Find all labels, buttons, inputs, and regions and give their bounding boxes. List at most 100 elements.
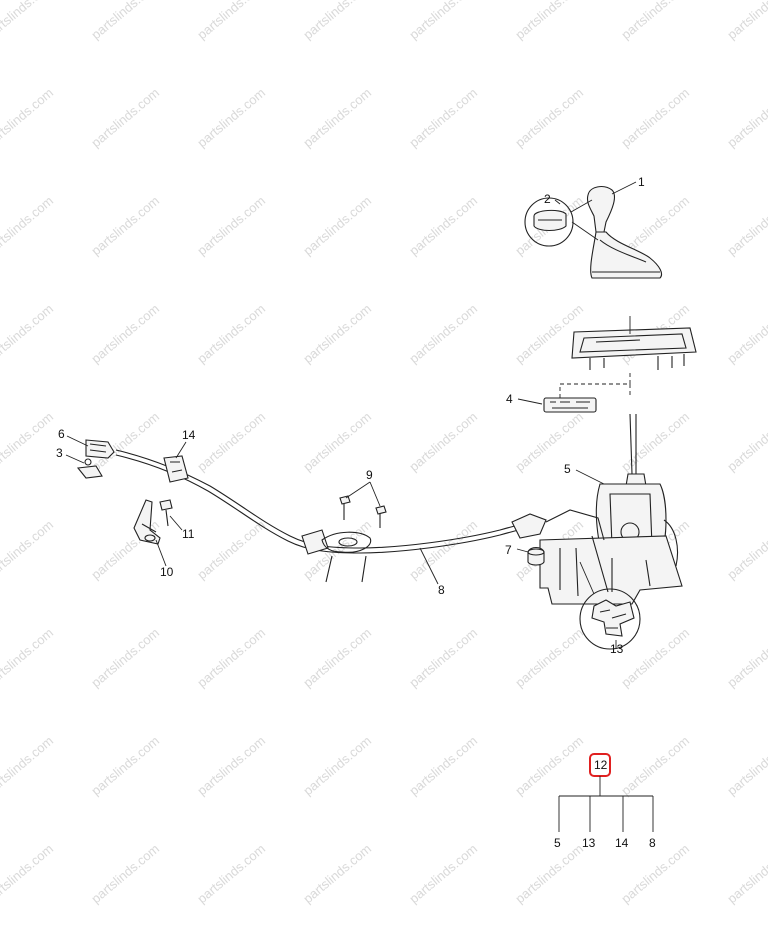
watermark-text: partslinds.com: [512, 0, 586, 42]
watermark-text: partslinds.com: [724, 841, 768, 906]
callout-1[interactable]: 1: [638, 175, 645, 189]
watermark-text: partslinds.com: [300, 409, 374, 474]
leader-line-8: [419, 547, 439, 585]
watermark-text: partslinds.com: [618, 733, 692, 798]
callout-5[interactable]: 5: [564, 462, 571, 476]
watermark-text: partslinds.com: [724, 301, 768, 366]
watermark-layer: partslinds.com partslinds.com partslinds.c…: [0, 0, 768, 906]
indicator-module-part[interactable]: [543, 372, 631, 413]
watermark-text: partslinds.com: [0, 625, 56, 690]
watermark-text: partslinds.com: [406, 409, 480, 474]
assembly-tree: 12 5 13 14 8: [554, 753, 656, 850]
watermark-text: partslinds.com: [194, 85, 268, 150]
watermark-text: partslinds.com: [406, 85, 480, 150]
watermark-text: partslinds.com: [88, 733, 162, 798]
leader-line-2: [554, 199, 561, 205]
cable-bracket-part[interactable]: [579, 561, 641, 650]
boot-clip-part[interactable]: [524, 197, 599, 247]
watermark-text: partslinds.com: [300, 733, 374, 798]
watermark-text: partslinds.com: [88, 841, 162, 906]
watermark-text: partslinds.com: [724, 733, 768, 798]
watermark-text: partslinds.com: [194, 517, 268, 582]
watermark-text: partslinds.com: [724, 625, 768, 690]
leader-line-9: [345, 481, 381, 507]
watermark-text: partslinds.com: [194, 625, 268, 690]
callout-7[interactable]: 7: [505, 543, 512, 557]
watermark-text: partslinds.com: [194, 0, 268, 42]
leader-line-14: [175, 441, 187, 459]
watermark-text: partslinds.com: [88, 0, 162, 42]
tree-child-5[interactable]: 5: [554, 836, 561, 850]
callout-4[interactable]: 4: [506, 392, 513, 406]
watermark-text: partslinds.com: [618, 0, 692, 42]
watermark-text: partslinds.com: [512, 409, 586, 474]
watermark-text: partslinds.com: [194, 193, 268, 258]
bracket-bolt-part[interactable]: [159, 499, 173, 527]
watermark-text: partslinds.com: [88, 85, 162, 150]
tree-child-13[interactable]: 13: [582, 836, 596, 850]
tree-child-14[interactable]: 14: [615, 836, 629, 850]
bushing-part[interactable]: [527, 546, 545, 566]
console-bezel-part[interactable]: [571, 316, 697, 370]
watermark-text: partslinds.com: [512, 625, 586, 690]
callout-13[interactable]: 13: [610, 642, 624, 656]
watermark-text: partslinds.com: [88, 193, 162, 258]
watermark-text: partslinds.com: [300, 0, 374, 42]
watermark-text: partslinds.com: [618, 409, 692, 474]
watermark-text: partslinds.com: [724, 193, 768, 258]
watermark-text: partslinds.com: [0, 85, 56, 150]
watermark-text: partslinds.com: [0, 0, 56, 42]
cable-end-clip-part[interactable]: [85, 439, 189, 483]
mounting-bracket-part[interactable]: [133, 499, 161, 545]
watermark-text: partslinds.com: [724, 517, 768, 582]
callout-10[interactable]: 10: [160, 565, 174, 579]
callout-2[interactable]: 2: [544, 192, 551, 206]
callout-11[interactable]: 11: [182, 527, 195, 541]
shifter-assembly-part[interactable]: [539, 413, 683, 605]
callout-3[interactable]: 3: [56, 446, 63, 460]
retaining-clip-part[interactable]: [76, 458, 103, 479]
watermark-text: partslinds.com: [0, 733, 56, 798]
watermark-text: partslinds.com: [618, 841, 692, 906]
leader-line-11: [169, 515, 183, 531]
leader-line-1: [611, 181, 637, 195]
bolts-part[interactable]: [339, 495, 387, 528]
watermark-text: partslinds.com: [406, 301, 480, 366]
watermark-text: partslinds.com: [194, 841, 268, 906]
leader-line-6: [66, 435, 89, 447]
watermark-text: partslinds.com: [0, 301, 56, 366]
callout-9[interactable]: 9: [366, 468, 373, 482]
shift-knob-part[interactable]: [586, 186, 663, 279]
watermark-text: partslinds.com: [194, 733, 268, 798]
watermark-text: partslinds.com: [406, 0, 480, 42]
callout-8[interactable]: 8: [438, 583, 445, 597]
watermark-text: partslinds.com: [512, 85, 586, 150]
watermark-text: partslinds.com: [406, 193, 480, 258]
leader-line-10: [155, 539, 167, 567]
watermark-text: partslinds.com: [724, 0, 768, 42]
watermark-text: partslinds.com: [300, 193, 374, 258]
watermark-text: partslinds.com: [724, 409, 768, 474]
watermark-text: partslinds.com: [512, 733, 586, 798]
watermark-text: partslinds.com: [194, 301, 268, 366]
watermark-text: partslinds.com: [300, 625, 374, 690]
watermark-text: partslinds.com: [0, 193, 56, 258]
leader-line-3: [65, 454, 85, 464]
watermark-text: partslinds.com: [194, 409, 268, 474]
callout-6[interactable]: 6: [58, 427, 65, 441]
leader-line-7: [516, 548, 529, 553]
watermark-text: partslinds.com: [406, 841, 480, 906]
watermark-text: partslinds.com: [88, 517, 162, 582]
watermark-text: partslinds.com: [0, 409, 56, 474]
watermark-text: partslinds.com: [0, 841, 56, 906]
watermark-text: partslinds.com: [300, 841, 374, 906]
watermark-text: partslinds.com: [88, 301, 162, 366]
callout-14[interactable]: 14: [182, 428, 196, 442]
watermark-text: partslinds.com: [300, 301, 374, 366]
watermark-text: partslinds.com: [406, 625, 480, 690]
tree-root-label[interactable]: 12: [594, 758, 608, 772]
tree-child-8[interactable]: 8: [649, 836, 656, 850]
shift-cable-part[interactable]: [115, 449, 547, 583]
watermark-text: partslinds.com: [618, 85, 692, 150]
